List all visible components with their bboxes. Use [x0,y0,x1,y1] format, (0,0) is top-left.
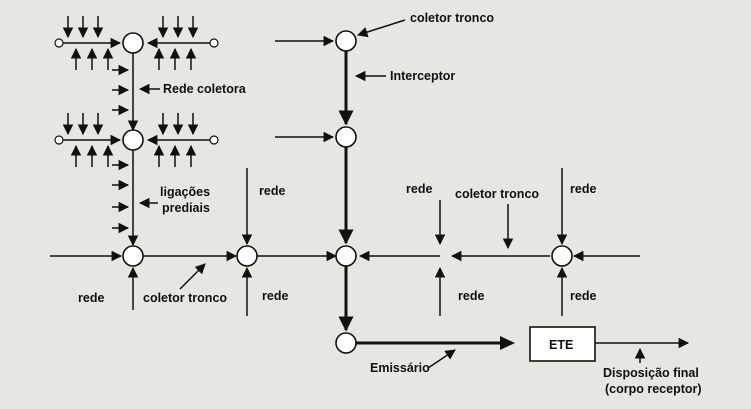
side-connections-lower [112,165,128,228]
label-coletor-tronco-left: coletor tronco [143,291,227,305]
label-coletor-tronco-right: coletor tronco [455,187,539,201]
ete-label: ETE [549,338,573,352]
top-branch-left-end [55,39,63,47]
label-rede-5: rede [570,182,596,196]
manhole-top-left [123,33,143,53]
top-branch-right-end [210,39,218,47]
outfall [356,327,688,361]
label-rede-6: rede [458,289,484,303]
label-interceptor: Interceptor [390,69,455,83]
manhole-bottom-left [123,246,143,266]
label-ligacoes-prediais-1: ligações [160,185,210,199]
emissario-arrowhead [500,336,515,350]
label-emissario: Emissário [370,361,430,375]
label-rede-1: rede [78,291,104,305]
manhole-middle-left [123,130,143,150]
mid-branch-left-end [55,136,63,144]
left-network [50,16,218,310]
pointer-coletor-tronco-top [358,20,405,35]
side-connections-upper [112,70,128,110]
label-rede-3: rede [262,289,288,303]
manhole-interceptor-top [336,31,356,51]
manhole-mid-row [237,246,257,266]
label-rede-4: rede [406,182,432,196]
label-rede-2: rede [259,184,285,198]
label-coletor-tronco-top: coletor tronco [410,11,494,25]
label-rede-coletora: Rede coletora [163,82,247,96]
pointer-coletor-tronco-left [180,264,205,289]
label-rede-7: rede [570,289,596,303]
label-disposicao-2: (corpo receptor) [605,382,702,396]
mid-branch-right-end [210,136,218,144]
manhole-interceptor-middle [336,127,356,147]
manhole-emissary-start [336,333,356,353]
pointer-emissario [428,350,455,368]
manhole-interceptor-bottom [336,246,356,266]
manhole-right-row [552,246,572,266]
label-ligacoes-prediais-2: prediais [162,201,210,215]
label-disposicao-1: Disposição final [603,366,699,380]
